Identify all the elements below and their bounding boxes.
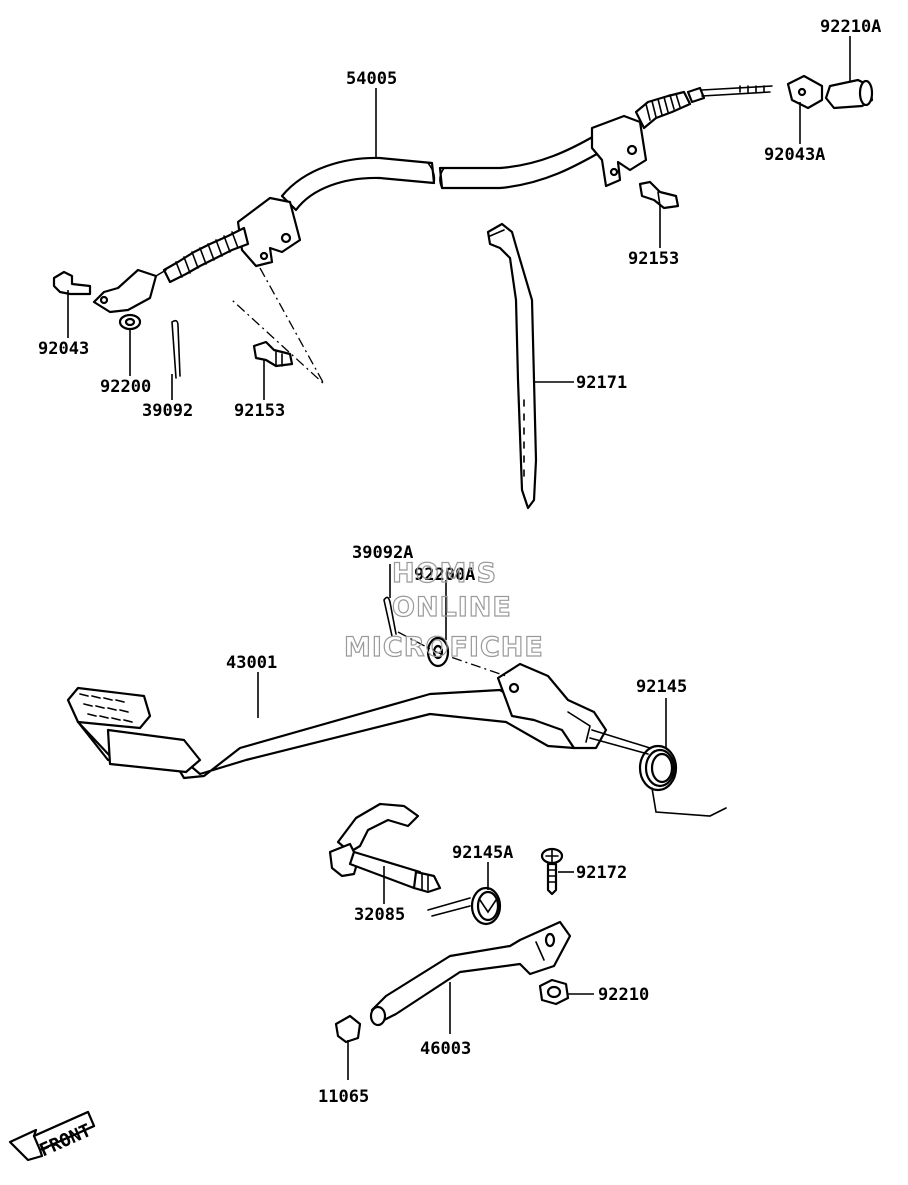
label-92210: 92210 [598, 985, 649, 1005]
label-92153-left: 92153 [234, 401, 285, 421]
label-92043A: 92043A [764, 145, 825, 165]
cotter-pin-39092A[interactable] [383, 596, 397, 637]
label-92171: 92171 [576, 373, 627, 393]
part-labels: 54005 92210A 92043A 92153 92043 92200 39… [38, 17, 881, 1107]
watermark: HOM'S ONLINE MICROFICHE [343, 557, 544, 663]
lever-46003[interactable] [369, 920, 572, 1027]
label-92210A: 92210A [820, 17, 881, 37]
watermark-line-3: MICROFICHE [344, 632, 544, 663]
label-39092A: 39092A [352, 543, 413, 563]
nut-92210A[interactable] [824, 78, 874, 110]
screw-92172[interactable] [540, 847, 564, 896]
bolt-92153-left[interactable] [252, 340, 294, 368]
label-92153-top: 92153 [628, 249, 679, 269]
label-92145: 92145 [636, 677, 687, 697]
label-92200A: 92200A [414, 565, 475, 585]
label-92043: 92043 [38, 339, 89, 359]
label-92172: 92172 [576, 863, 627, 883]
washer-92200[interactable] [118, 313, 142, 331]
pin-92043A[interactable] [786, 74, 824, 110]
cap-11065[interactable] [334, 1014, 362, 1044]
label-54005: 54005 [346, 69, 397, 89]
label-32085: 32085 [354, 905, 405, 925]
nut-92210[interactable] [538, 978, 570, 1006]
watermark-line-2: ONLINE [392, 592, 512, 623]
label-39092: 39092 [142, 401, 193, 421]
leader-lines [67, 36, 851, 1080]
watermark-line-1: HOM'S [392, 558, 497, 589]
assembly-line-pedal [397, 631, 507, 677]
front-arrow-icon: FRONT [8, 1110, 96, 1161]
label-11065: 11065 [318, 1087, 369, 1107]
shaft-32085[interactable] [328, 802, 442, 894]
assembly-line-bracket [231, 267, 325, 385]
label-46003: 46003 [420, 1039, 471, 1059]
cotter-pin-39092[interactable] [171, 319, 181, 379]
spring-92145[interactable] [589, 729, 727, 817]
pin-92043[interactable] [52, 270, 92, 296]
spring-92145A[interactable] [427, 886, 502, 926]
label-92145A: 92145A [452, 843, 513, 863]
cable-tie-92171[interactable] [486, 222, 538, 510]
bolt-92153-top[interactable] [638, 180, 680, 210]
brake-pedal-43001[interactable] [66, 662, 608, 780]
label-43001: 43001 [226, 653, 277, 673]
brake-cable[interactable] [92, 85, 773, 314]
label-92200: 92200 [100, 377, 151, 397]
